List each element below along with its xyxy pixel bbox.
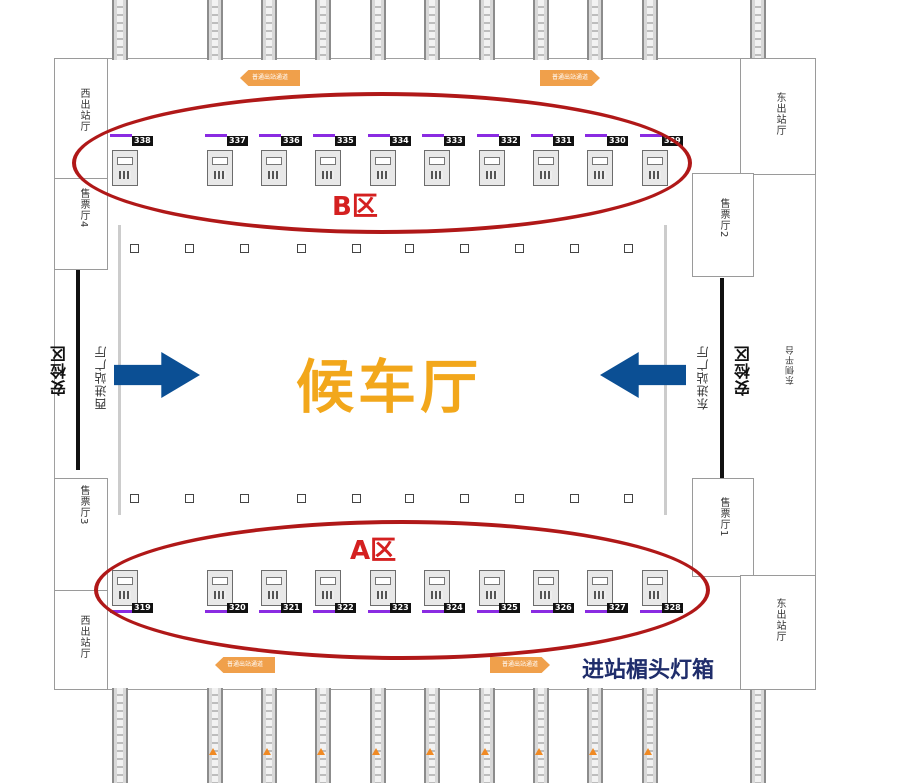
track-bottom	[315, 688, 331, 783]
track-bottom	[479, 688, 495, 783]
track-bottom	[207, 688, 223, 783]
east-platform-label: 东侧平台	[786, 345, 796, 385]
column	[405, 494, 414, 503]
ticket-hall-2-label: 售票厅2	[718, 198, 729, 239]
west-entrance-label: 西进站广厅	[94, 345, 108, 410]
track-bottom	[750, 688, 766, 783]
column	[624, 494, 633, 503]
track-bottom	[424, 688, 440, 783]
east-exit-hall-bottom	[740, 575, 816, 690]
track-top	[533, 0, 549, 60]
track-top	[587, 0, 603, 60]
up-arrow-icon	[317, 748, 325, 755]
ticket-hall-4	[54, 178, 108, 270]
exit-sign-bottom-left: 普通出站通道	[215, 657, 275, 673]
east-exit-bottom-label: 东出站厅	[774, 598, 785, 642]
column	[240, 244, 249, 253]
track-bottom	[642, 688, 658, 783]
track-top	[750, 0, 766, 60]
exit-sign-top-right: 普通出站通道	[540, 70, 600, 86]
column	[624, 244, 633, 253]
column	[405, 244, 414, 253]
column	[297, 244, 306, 253]
west-exit-hall-bottom	[54, 590, 108, 690]
track-top	[112, 0, 128, 60]
up-arrow-icon	[644, 748, 652, 755]
entrance-lightbox-label: 进站楣头灯箱	[582, 658, 715, 683]
east-exit-hall-top	[740, 58, 816, 175]
column	[352, 494, 361, 503]
up-arrow-icon	[209, 748, 217, 755]
zone-b-ellipse	[72, 92, 692, 234]
exit-sign-bottom-right: 普通出站通道	[490, 657, 550, 673]
track-top	[479, 0, 495, 60]
track-bottom	[112, 688, 128, 783]
zone-b-label: B区	[332, 192, 378, 222]
column	[130, 494, 139, 503]
up-arrow-icon	[535, 748, 543, 755]
east-exit-top-label: 东出站厅	[774, 92, 785, 136]
up-arrow-icon	[263, 748, 271, 755]
column	[130, 244, 139, 253]
track-bottom	[587, 688, 603, 783]
column	[352, 244, 361, 253]
ticket-hall-1	[692, 478, 754, 577]
west-security-barrier	[76, 270, 80, 470]
column	[185, 244, 194, 253]
zone-a-label: A区	[350, 536, 397, 566]
track-top	[642, 0, 658, 60]
column	[570, 494, 579, 503]
up-arrow-icon	[589, 748, 597, 755]
ticket-hall-4-label: 售票厅4	[78, 188, 89, 229]
ticket-hall-3-label: 售票厅3	[78, 485, 89, 526]
zone-a-ellipse	[94, 520, 710, 660]
track-bottom	[533, 688, 549, 783]
column	[185, 494, 194, 503]
up-arrow-icon	[426, 748, 434, 755]
track-top	[424, 0, 440, 60]
column	[297, 494, 306, 503]
ticket-hall-1-label: 售票厅1	[718, 497, 729, 538]
up-arrow-icon	[481, 748, 489, 755]
track-bottom	[370, 688, 386, 783]
track-top	[207, 0, 223, 60]
ticket-hall-3	[54, 478, 108, 592]
track-top	[315, 0, 331, 60]
track-bottom	[261, 688, 277, 783]
security-right-label: 安检区	[734, 345, 753, 396]
column	[570, 244, 579, 253]
waiting-hall-title: 候车厅	[296, 353, 483, 421]
column	[515, 494, 524, 503]
security-left-label: 安检区	[50, 345, 69, 396]
column	[460, 494, 469, 503]
column	[515, 244, 524, 253]
track-top	[370, 0, 386, 60]
west-exit-top-label: 西出站厅	[78, 88, 89, 132]
east-security-barrier	[720, 278, 724, 478]
exit-sign-top-left: 普通出站通道	[240, 70, 300, 86]
column	[460, 244, 469, 253]
east-entrance-label: 东进站广厅	[696, 345, 710, 410]
up-arrow-icon	[372, 748, 380, 755]
west-exit-bottom-label: 西出站厅	[78, 615, 89, 659]
ticket-hall-2	[692, 173, 754, 277]
track-top	[261, 0, 277, 60]
column	[240, 494, 249, 503]
